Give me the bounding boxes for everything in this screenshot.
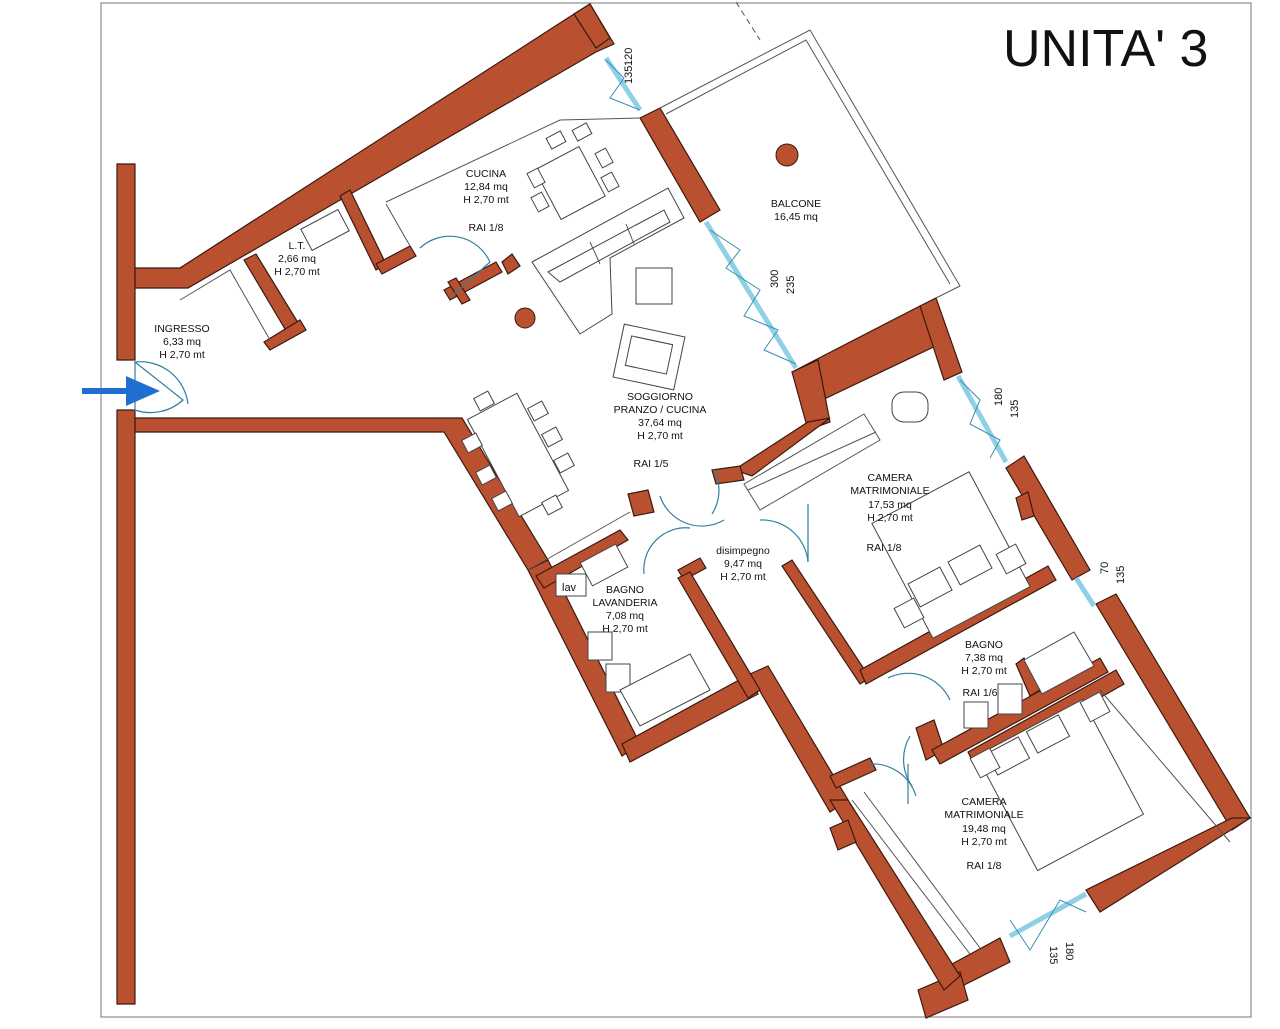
room-area: 9,47 mq: [724, 558, 762, 570]
room-lt: L.T. 2,66 mq H 2,70 mt: [274, 240, 320, 278]
window-3-width: 180: [993, 388, 1005, 406]
room-height: H 2,70 mt: [463, 194, 509, 206]
window-4-width: 70: [1099, 562, 1111, 574]
window-3-height: 135: [1009, 400, 1021, 418]
room-name-2: MATRIMONIALE: [850, 485, 929, 497]
room-camera-1: CAMERA MATRIMONIALE 17,53 mq H 2,70 mt R…: [850, 472, 929, 554]
column-pillar: [514, 307, 536, 329]
window-4-height: 135: [1115, 566, 1127, 584]
room-name: CUCINA: [466, 168, 506, 180]
room-height: H 2,70 mt: [274, 266, 320, 278]
room-area: 37,64 mq: [638, 417, 682, 429]
room-bagno: BAGNO 7,38 mq H 2,70 mt RAI 1/6: [961, 639, 1007, 699]
room-area: 7,38 mq: [965, 652, 1003, 664]
room-balcone: BALCONE 16,45 mq: [771, 198, 821, 223]
room-ingresso: INGRESSO 6,33 mq H 2,70 mt: [154, 323, 209, 361]
room-height: H 2,70 mt: [637, 430, 683, 442]
window-1-width: 120: [623, 48, 635, 66]
window-dimensions: 120 135 300 235 180 135 70 135 180 135: [623, 48, 1127, 965]
window-1-height: 135: [623, 66, 635, 84]
room-area: 16,45 mq: [774, 211, 818, 223]
drawing-frame: [100, 2, 1252, 1018]
room-name-2: PRANZO / CUCINA: [614, 404, 707, 416]
room-height: H 2,70 mt: [602, 623, 648, 635]
room-rai: RAI 1/6: [962, 687, 997, 699]
room-name-2: LAVANDERIA: [593, 597, 658, 609]
room-name: disimpegno: [716, 545, 770, 557]
room-name: CAMERA: [962, 796, 1007, 808]
room-rai: RAI 1/8: [468, 222, 503, 234]
room-height: H 2,70 mt: [159, 349, 205, 361]
room-camera-2: CAMERA MATRIMONIALE 19,48 mq H 2,70 mt R…: [944, 796, 1023, 872]
furniture: lav: [179, 117, 1231, 955]
plan-title: UNITA' 3: [1003, 20, 1208, 78]
room-name: BALCONE: [771, 198, 821, 210]
room-rai: RAI 1/5: [633, 458, 668, 470]
room-height: H 2,70 mt: [867, 512, 913, 524]
lavatrice-label: lav: [562, 582, 577, 594]
room-height: H 2,70 mt: [961, 665, 1007, 677]
room-name: CAMERA: [868, 472, 913, 484]
room-area: 6,33 mq: [163, 336, 201, 348]
room-area: 19,48 mq: [962, 823, 1006, 835]
room-cucina: CUCINA 12,84 mq H 2,70 mt RAI 1/8: [463, 168, 509, 234]
exterior-walls: [116, 3, 1253, 1019]
coffee-table: [635, 267, 673, 305]
sofa: [531, 187, 685, 335]
room-disimpegno: disimpegno 9,47 mq H 2,70 mt: [716, 545, 770, 583]
room-area: 7,08 mq: [606, 610, 644, 622]
room-area: 12,84 mq: [464, 181, 508, 193]
balcone-outline: [659, 1, 961, 299]
bed-camera-2: [969, 691, 1145, 872]
doors: [134, 235, 951, 804]
room-bagno-lavanderia: BAGNO LAVANDERIA 7,08 mq H 2,70 mt: [593, 584, 658, 635]
entry-arrow-icon: [82, 376, 160, 406]
room-name: L.T.: [289, 240, 306, 252]
window-5-height: 135: [1047, 946, 1059, 964]
windows: [603, 56, 1097, 951]
armchair: [612, 323, 686, 391]
window-5-width: 180: [1063, 942, 1075, 960]
room-name-2: MATRIMONIALE: [944, 809, 1023, 821]
room-name: SOGGIORNO: [627, 391, 693, 403]
room-area: 17,53 mq: [868, 499, 912, 511]
room-name: BAGNO: [965, 639, 1003, 651]
window-2-height: 235: [785, 276, 797, 294]
room-name: BAGNO: [606, 584, 644, 596]
room-rai: RAI 1/8: [966, 860, 1001, 872]
room-soggiorno: SOGGIORNO PRANZO / CUCINA 37,64 mq H 2,7…: [614, 391, 707, 470]
room-rai: RAI 1/8: [866, 542, 901, 554]
room-height: H 2,70 mt: [720, 571, 766, 583]
window-2-width: 300: [769, 270, 781, 288]
kitchen-table: [526, 122, 620, 221]
dining-table: [460, 390, 576, 518]
room-name: INGRESSO: [154, 323, 209, 335]
room-area: 2,66 mq: [278, 253, 316, 265]
room-height: H 2,70 mt: [961, 836, 1007, 848]
bed-camera-1: [871, 471, 1031, 639]
column-pillar: [775, 143, 799, 167]
